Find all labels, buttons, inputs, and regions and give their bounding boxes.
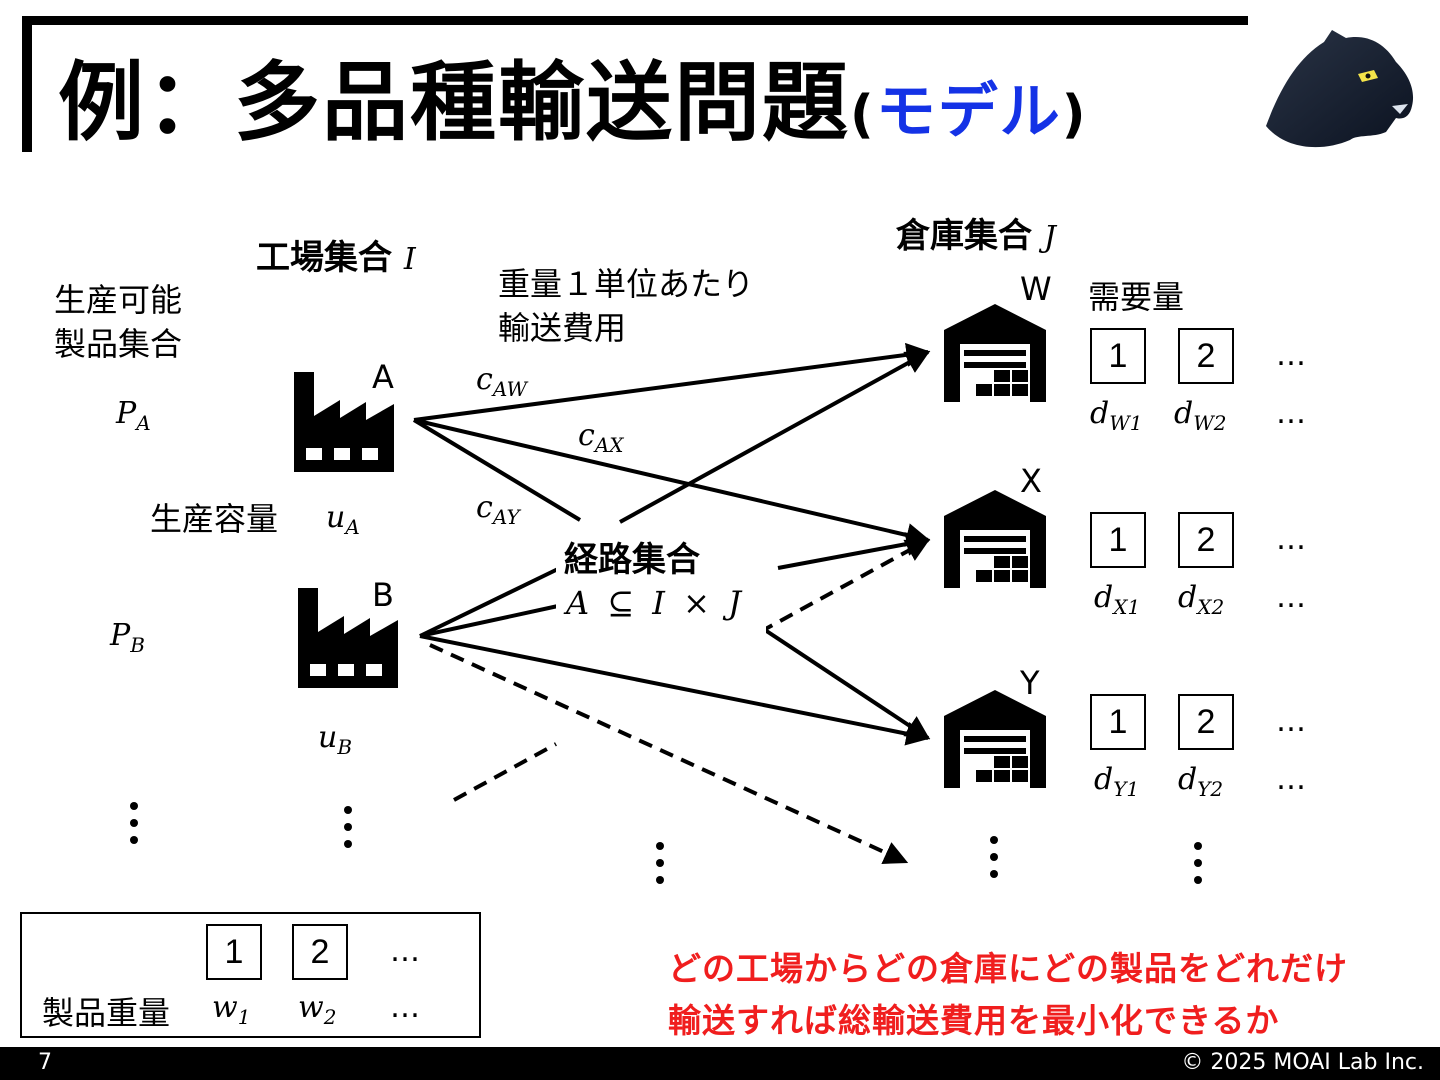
demand-y2: dY2 <box>1178 762 1224 801</box>
factory-products-vdots <box>130 802 140 853</box>
route-line-b-x-start <box>419 604 559 638</box>
factory-vdots <box>344 806 354 857</box>
products-label-line2: 製品集合 <box>54 325 183 363</box>
demand-x-ellipsis: … <box>1276 580 1306 615</box>
warehouse-set-symbol: J <box>1043 220 1056 255</box>
weight-cell-2: 2 <box>292 924 348 980</box>
title-bar-left <box>22 16 32 152</box>
warehouse-x-name: X <box>1020 462 1042 500</box>
demand-x1: dX1 <box>1094 580 1141 619</box>
demand-w1: dW1 <box>1090 396 1143 435</box>
weight-cell-1: 1 <box>206 924 262 980</box>
warehouse-y-icon <box>944 690 1046 788</box>
warehouse-vdots <box>990 836 1000 887</box>
demand-label: 需要量 <box>1088 278 1185 316</box>
capacity-b: uB <box>318 720 353 759</box>
route-set-formula: A ⊆ I × J <box>566 584 745 622</box>
route-set-label: 経路集合 <box>564 540 700 580</box>
title-close-paren: ) <box>1061 85 1088 145</box>
page-title: 例：多品種輸送問題(モデル) <box>58 48 1088 170</box>
product-set-b: PB <box>110 618 145 657</box>
page-number: 7 <box>38 1050 52 1075</box>
question-line1: どの工場からどの倉庫にどの製品をどれだけ <box>668 949 1348 988</box>
route-arrow-b-x <box>777 532 931 570</box>
products-label: 生産可能 製品集合 <box>54 278 182 366</box>
demand-w2: dW2 <box>1174 396 1227 435</box>
factory-b-name: B <box>372 576 394 614</box>
factory-set-header: 工場集合 I <box>256 230 416 279</box>
demand-y-ellipsis: … <box>1276 762 1306 797</box>
warehouse-x-cell-1: 1 <box>1090 512 1146 568</box>
title-main: 例：多品種輸送問題 <box>58 53 850 153</box>
factory-a-name: A <box>372 358 394 396</box>
factory-b-icon <box>298 588 398 688</box>
weight-cell-ellipsis: … <box>390 934 420 969</box>
warehouse-x-icon <box>944 490 1046 588</box>
demand-vdots <box>1194 842 1204 893</box>
warehouse-y-cell-2: 2 <box>1178 694 1234 750</box>
weight-w2: w2 <box>298 990 337 1029</box>
route-arrow-b-y <box>419 634 931 746</box>
cost-ay: cAY <box>476 490 520 529</box>
route-arrow-b-w <box>619 350 931 524</box>
footer-bar: 7 © 2025 MOAI Lab Inc. <box>0 1047 1440 1080</box>
cost-label: 重量１単位あたり 輸送費用 <box>498 262 754 350</box>
capacity-a: uA <box>326 500 360 539</box>
warehouse-y-name: Y <box>1020 664 1040 702</box>
warehouse-w-name: W <box>1020 270 1052 308</box>
weight-w1: w1 <box>212 990 251 1029</box>
weights-label: 製品重量 <box>42 994 171 1032</box>
demand-w-ellipsis: … <box>1276 396 1306 431</box>
warehouse-x-cell-2: 2 <box>1178 512 1234 568</box>
warehouse-y-cell-1: 1 <box>1090 694 1146 750</box>
cost-aw: cAW <box>476 362 528 401</box>
factory-set-symbol: I <box>403 242 416 277</box>
warehouse-y-cell-ellipsis: … <box>1276 704 1306 739</box>
title-sub: モデル <box>875 77 1062 147</box>
warehouse-w-cell-1: 1 <box>1090 328 1146 384</box>
route-set-box: 経路集合 A ⊆ I × J <box>556 528 766 636</box>
routes-vdots <box>656 842 666 893</box>
cost-ax: cAX <box>578 418 624 457</box>
factory-a-icon <box>294 372 394 472</box>
demand-x2: dX2 <box>1178 580 1225 619</box>
title-open-paren: ( <box>850 85 876 145</box>
route-line-b-w-start <box>419 566 561 638</box>
cost-label-line2: 輸送費用 <box>498 309 627 347</box>
warehouse-x-cell-ellipsis: … <box>1276 522 1306 557</box>
route-dashed-b-down <box>429 643 909 864</box>
warehouse-w-cell-ellipsis: … <box>1276 338 1306 373</box>
route-line-a-y-part2 <box>763 628 931 740</box>
demand-y1: dY1 <box>1094 762 1140 801</box>
factory-set-label: 工場集合 <box>256 238 392 278</box>
question-line2: 輸送すれば総輸送費用を最小化できるか <box>668 1001 1280 1040</box>
weight-ellipsis: … <box>390 990 420 1025</box>
products-label-line1: 生産可能 <box>54 281 183 319</box>
copyright: © 2025 MOAI Lab Inc. <box>1181 1050 1424 1075</box>
panther-logo-icon <box>1266 30 1414 148</box>
warehouse-w-icon <box>944 304 1046 402</box>
title-bar-top <box>22 16 1248 25</box>
product-set-a: PA <box>116 396 151 435</box>
capacity-label: 生産容量 <box>150 500 279 538</box>
warehouse-w-cell-2: 2 <box>1178 328 1234 384</box>
warehouse-set-label: 倉庫集合 <box>896 216 1032 256</box>
route-line-a-y-part1 <box>412 418 582 522</box>
cost-label-line1: 重量１単位あたり <box>498 265 755 303</box>
product-weights-box <box>20 912 481 1038</box>
route-arrow-a-w <box>413 342 931 422</box>
route-dashed-to-x-part1 <box>453 742 557 802</box>
route-dashed-to-x-part2 <box>759 538 931 634</box>
warehouse-set-header: 倉庫集合 J <box>896 208 1056 257</box>
route-arrow-a-x <box>413 418 931 547</box>
